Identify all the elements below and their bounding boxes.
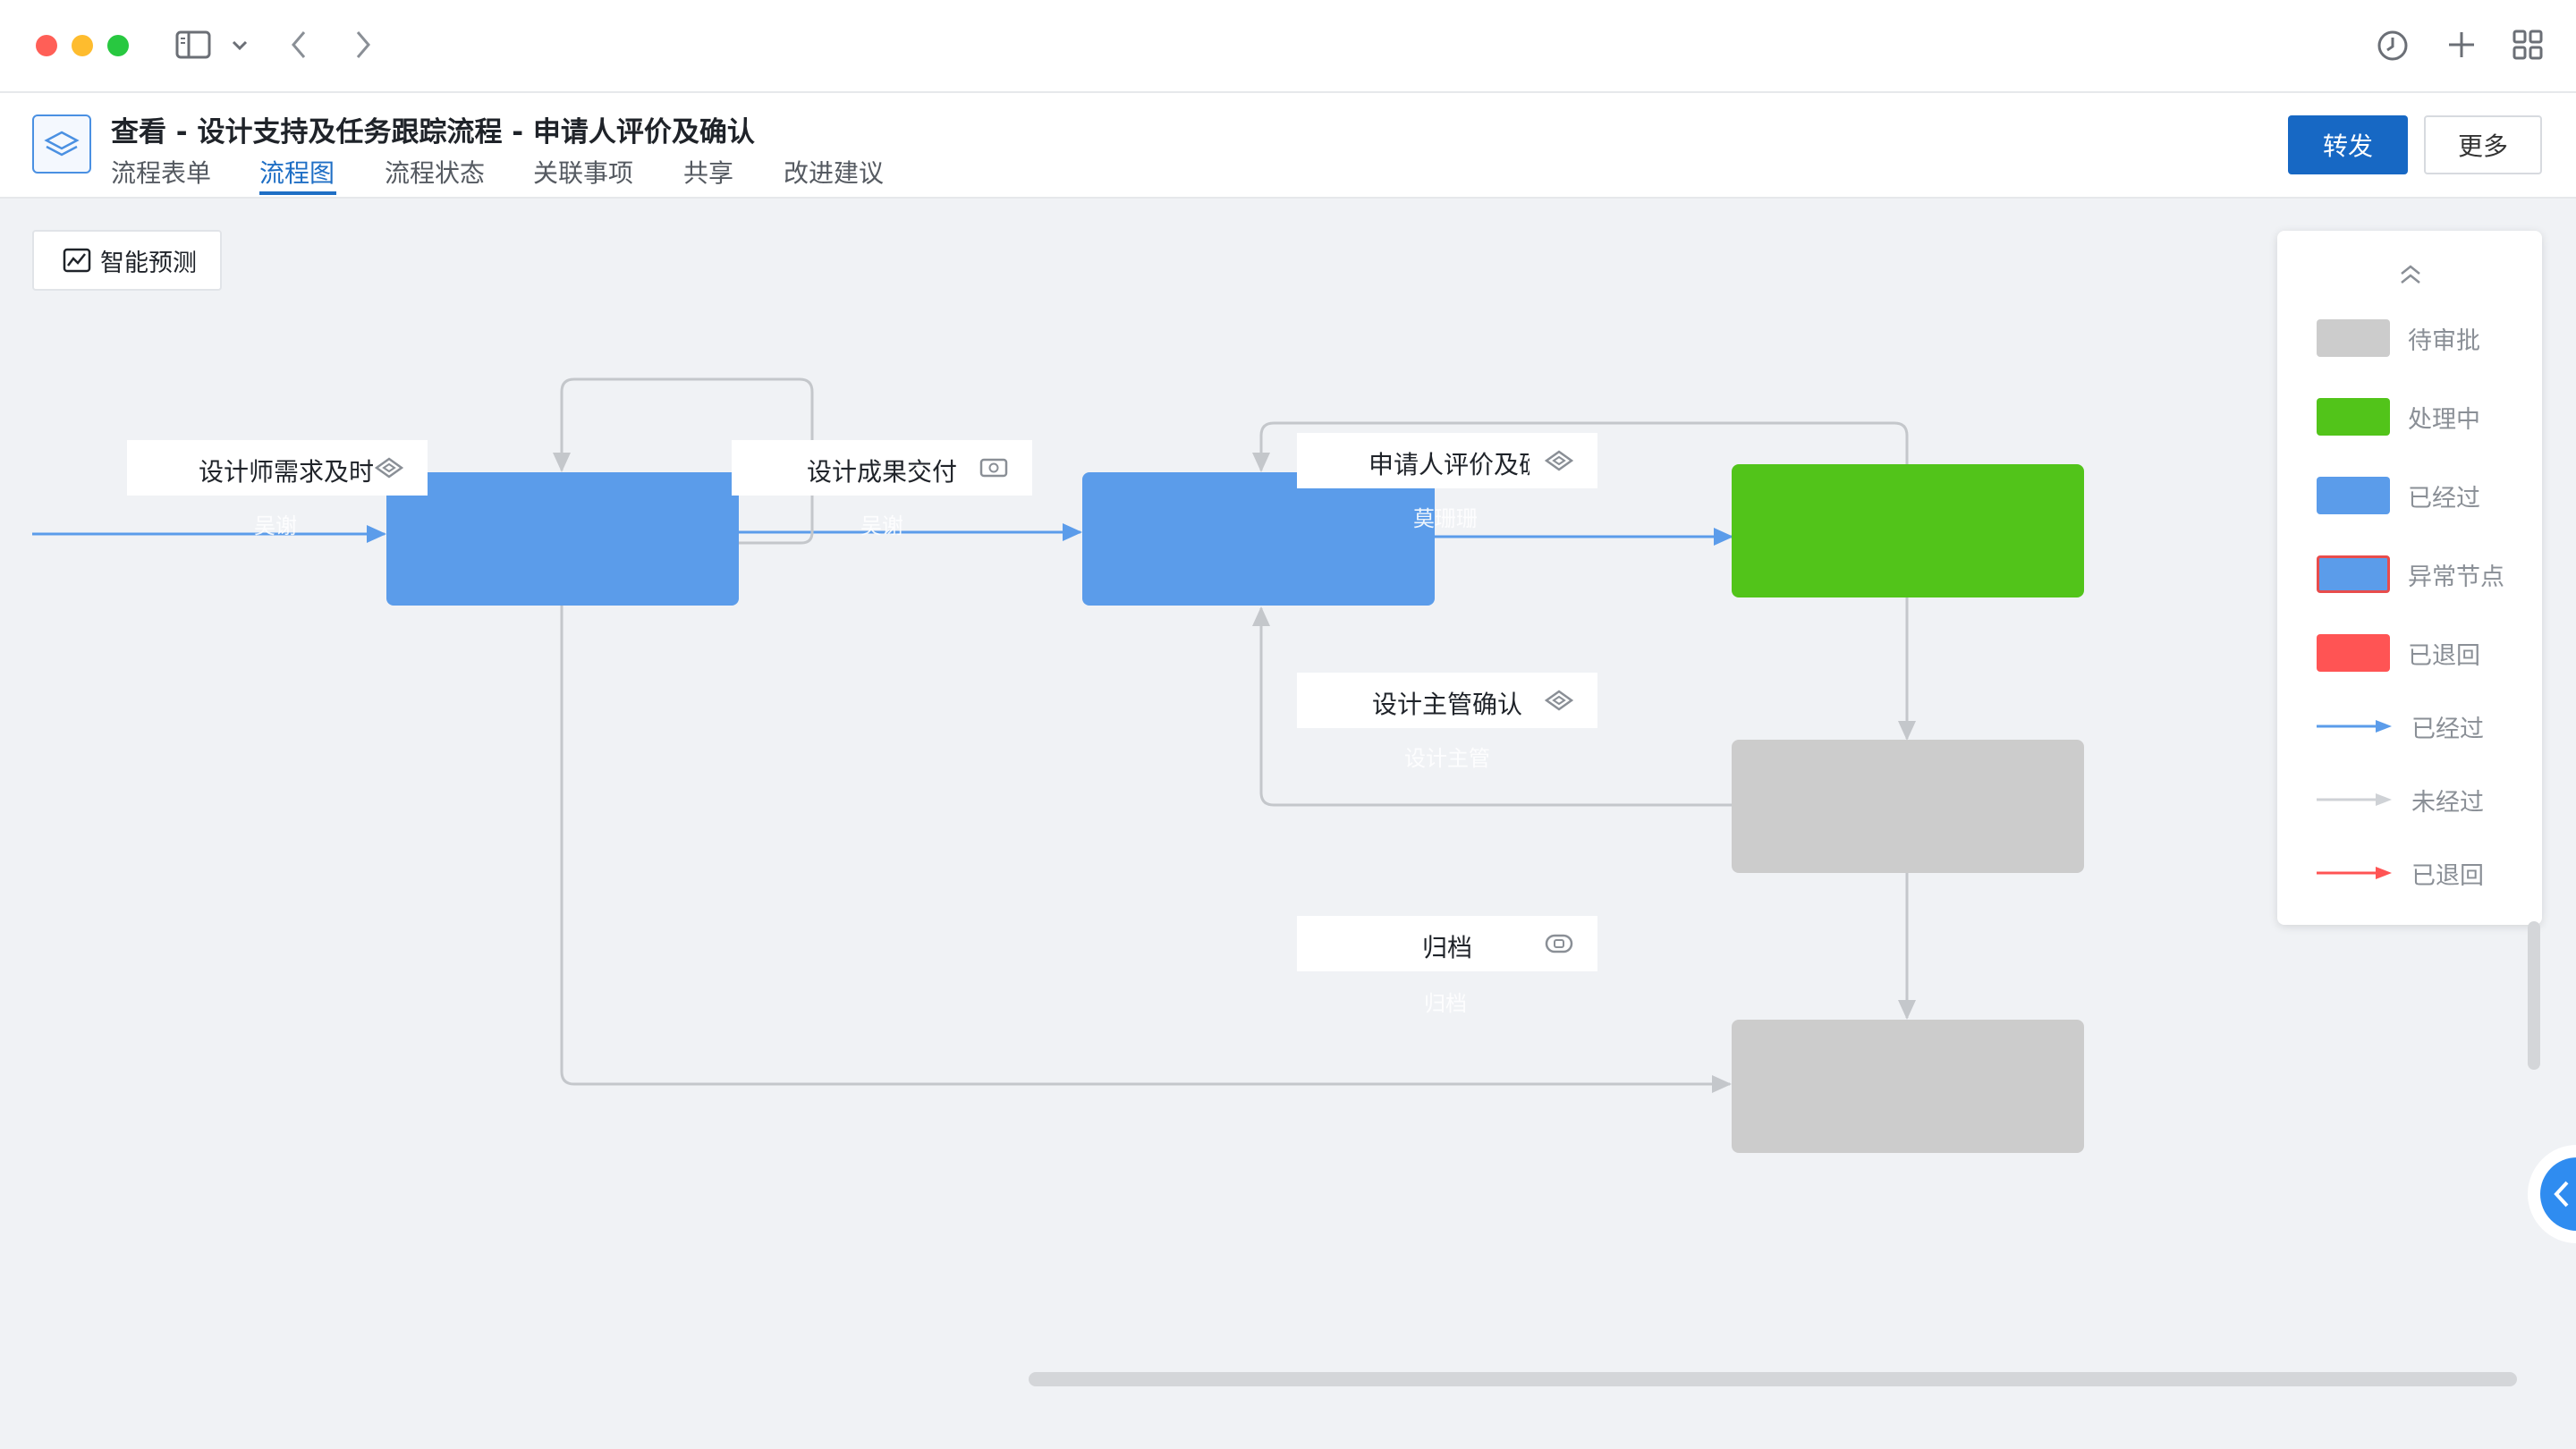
connector-step1-to-step5	[560, 606, 1732, 1093]
flow-node-step5[interactable]	[1732, 1020, 2084, 1153]
legend-swatch	[2317, 398, 2390, 436]
blue-arrow-icon	[2317, 720, 2392, 733]
flow-node-step1[interactable]	[386, 472, 739, 606]
task-icon	[979, 458, 1008, 478]
page-title: 查看 - 设计支持及任务跟踪流程 - 申请人评价及确认	[111, 116, 755, 148]
chart-icon	[63, 248, 91, 273]
connector-step1-loop	[553, 377, 814, 545]
page-header	[0, 93, 2576, 199]
approve-icon	[1544, 450, 1574, 471]
horizontal-scrollbar[interactable]	[1029, 1372, 2517, 1386]
layers-icon	[44, 131, 80, 157]
active-tab-indicator	[259, 191, 336, 195]
history-icon[interactable]	[2376, 29, 2410, 63]
step-name: 申请人评价及确	[1368, 450, 1530, 479]
step-assignee: 莫珊珊	[1413, 506, 1478, 531]
approve-icon	[374, 457, 404, 479]
legend-label: 已经过	[2408, 484, 2480, 513]
window-titlebar	[0, 0, 2576, 93]
flow-node-step4[interactable]	[1732, 740, 2084, 873]
legend-label: 未经过	[2411, 788, 2484, 817]
step-assignee: 吴谢	[254, 513, 297, 538]
legend-item-pending: 待审批	[2317, 318, 2480, 358]
step-label-step4[interactable]: 设计主管确认	[1297, 673, 1597, 728]
step-label-step2[interactable]: 设计成果交付	[732, 440, 1032, 496]
tab-share[interactable]: 共享	[683, 158, 734, 188]
chevron-down-icon[interactable]	[231, 39, 249, 52]
legend-item-passed: 已经过	[2317, 476, 2480, 515]
legend-label: 处理中	[2408, 405, 2480, 434]
step-assignee: 设计主管	[1404, 746, 1490, 771]
step-label-step1[interactable]: 设计师需求及时	[127, 440, 428, 496]
tab-suggestions[interactable]: 改进建议	[784, 158, 885, 188]
tab-flowchart[interactable]: 流程图	[259, 158, 335, 188]
flowchart-canvas[interactable]	[0, 199, 2576, 1449]
app-icon	[32, 114, 91, 174]
legend-item-passed-line: 已经过	[2317, 707, 2484, 746]
legend-item-not-passed-line: 未经过	[2317, 780, 2484, 819]
connector-step3-return	[1252, 421, 1909, 472]
maximize-window-button[interactable]	[107, 35, 129, 56]
legend-swatch	[2317, 555, 2390, 593]
more-button[interactable]: 更多	[2424, 115, 2542, 174]
legend-item-returned: 已退回	[2317, 633, 2480, 673]
tab-related-items[interactable]: 关联事项	[533, 158, 634, 188]
plus-icon[interactable]	[2445, 29, 2478, 61]
legend-label: 异常节点	[2408, 563, 2504, 591]
tab-flow-status[interactable]: 流程状态	[385, 158, 486, 188]
tab-form[interactable]: 流程表单	[111, 158, 212, 188]
connector-step4-to-step2	[1252, 606, 1732, 807]
step-name: 设计师需求及时	[199, 457, 375, 487]
step-label-step5[interactable]: 归档	[1297, 916, 1597, 971]
close-window-button[interactable]	[36, 35, 57, 56]
side-panel-toggle-button[interactable]	[2540, 1157, 2576, 1231]
red-arrow-icon	[2317, 867, 2392, 879]
smart-predict-button[interactable]: 智能预测	[32, 230, 222, 291]
legend-item-returned-line: 已退回	[2317, 853, 2484, 893]
legend-swatch	[2317, 634, 2390, 672]
legend-item-abnormal: 异常节点	[2317, 555, 2504, 594]
sidebar-icon[interactable]	[175, 30, 211, 61]
legend-item-processing: 处理中	[2317, 397, 2480, 436]
flow-node-step3[interactable]	[1732, 464, 2084, 597]
legend-swatch	[2317, 319, 2390, 357]
flow-node-step2[interactable]	[1082, 472, 1435, 606]
step-label-step3[interactable]: 申请人评价及确	[1297, 433, 1597, 488]
back-icon[interactable]	[288, 29, 309, 61]
step-name: 设计成果交付	[807, 457, 958, 487]
approve-icon	[1544, 690, 1574, 711]
step-name: 归档	[1422, 933, 1473, 962]
forward-icon[interactable]	[352, 29, 374, 61]
minimize-window-button[interactable]	[72, 35, 93, 56]
vertical-scrollbar[interactable]	[2528, 921, 2540, 1070]
legend-label: 待审批	[2408, 326, 2480, 355]
legend-label: 已退回	[2411, 861, 2484, 890]
smart-predict-label: 智能预测	[100, 249, 197, 277]
forward-button[interactable]: 转发	[2288, 115, 2408, 174]
archive-icon	[1545, 934, 1573, 953]
step-assignee: 吴谢	[860, 513, 903, 538]
legend-swatch	[2317, 477, 2390, 514]
chevron-left-icon	[2554, 1181, 2569, 1208]
grid-icon[interactable]	[2512, 29, 2544, 61]
step-name: 设计主管确认	[1372, 690, 1523, 719]
step-assignee: 归档	[1424, 991, 1467, 1016]
legend-label: 已经过	[2411, 715, 2484, 743]
collapse-up-icon[interactable]	[2397, 263, 2424, 286]
gray-arrow-icon	[2317, 793, 2392, 806]
legend-label: 已退回	[2408, 641, 2480, 670]
